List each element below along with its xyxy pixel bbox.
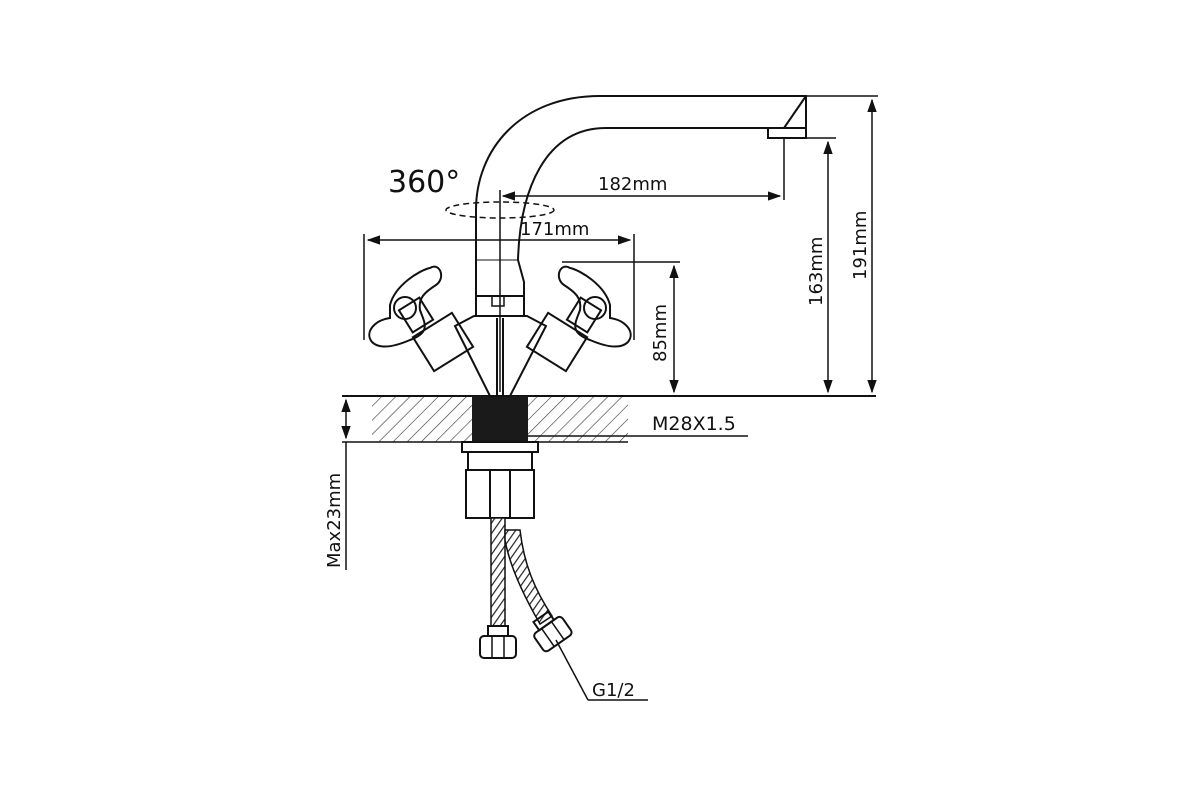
right-handle xyxy=(525,265,632,373)
flexible-hoses xyxy=(479,517,573,659)
dimension-spout-reach: 182mm xyxy=(501,138,785,201)
handle-height-label: 85mm xyxy=(650,304,671,362)
thread-label: M28X1.5 xyxy=(652,413,736,435)
max-countertop-label: Max23mm xyxy=(324,473,345,568)
thread-callout: M28X1.5 xyxy=(652,413,736,435)
dimension-outlet-height: 163mm xyxy=(806,137,836,394)
rotation-label: 360° xyxy=(388,165,460,200)
outlet-height-label: 163mm xyxy=(806,237,827,306)
hose-connection-callout: G1/2 xyxy=(555,639,648,701)
dimension-handle-height: 85mm xyxy=(562,261,680,394)
dimension-max-countertop: Max23mm xyxy=(324,398,372,570)
rotation-indicator: 360° xyxy=(388,165,555,392)
countertop-section xyxy=(342,395,876,443)
mounting-stud xyxy=(461,396,539,519)
handle-span-label: 171mm xyxy=(520,219,589,240)
hose-connection-label: G1/2 xyxy=(592,680,635,701)
total-height-label: 191mm xyxy=(850,211,871,280)
spout-reach-label: 182mm xyxy=(598,174,667,195)
left-handle xyxy=(368,265,475,373)
dimension-handle-span: 171mm xyxy=(363,219,635,340)
dimension-total-height: 191mm xyxy=(806,95,878,394)
